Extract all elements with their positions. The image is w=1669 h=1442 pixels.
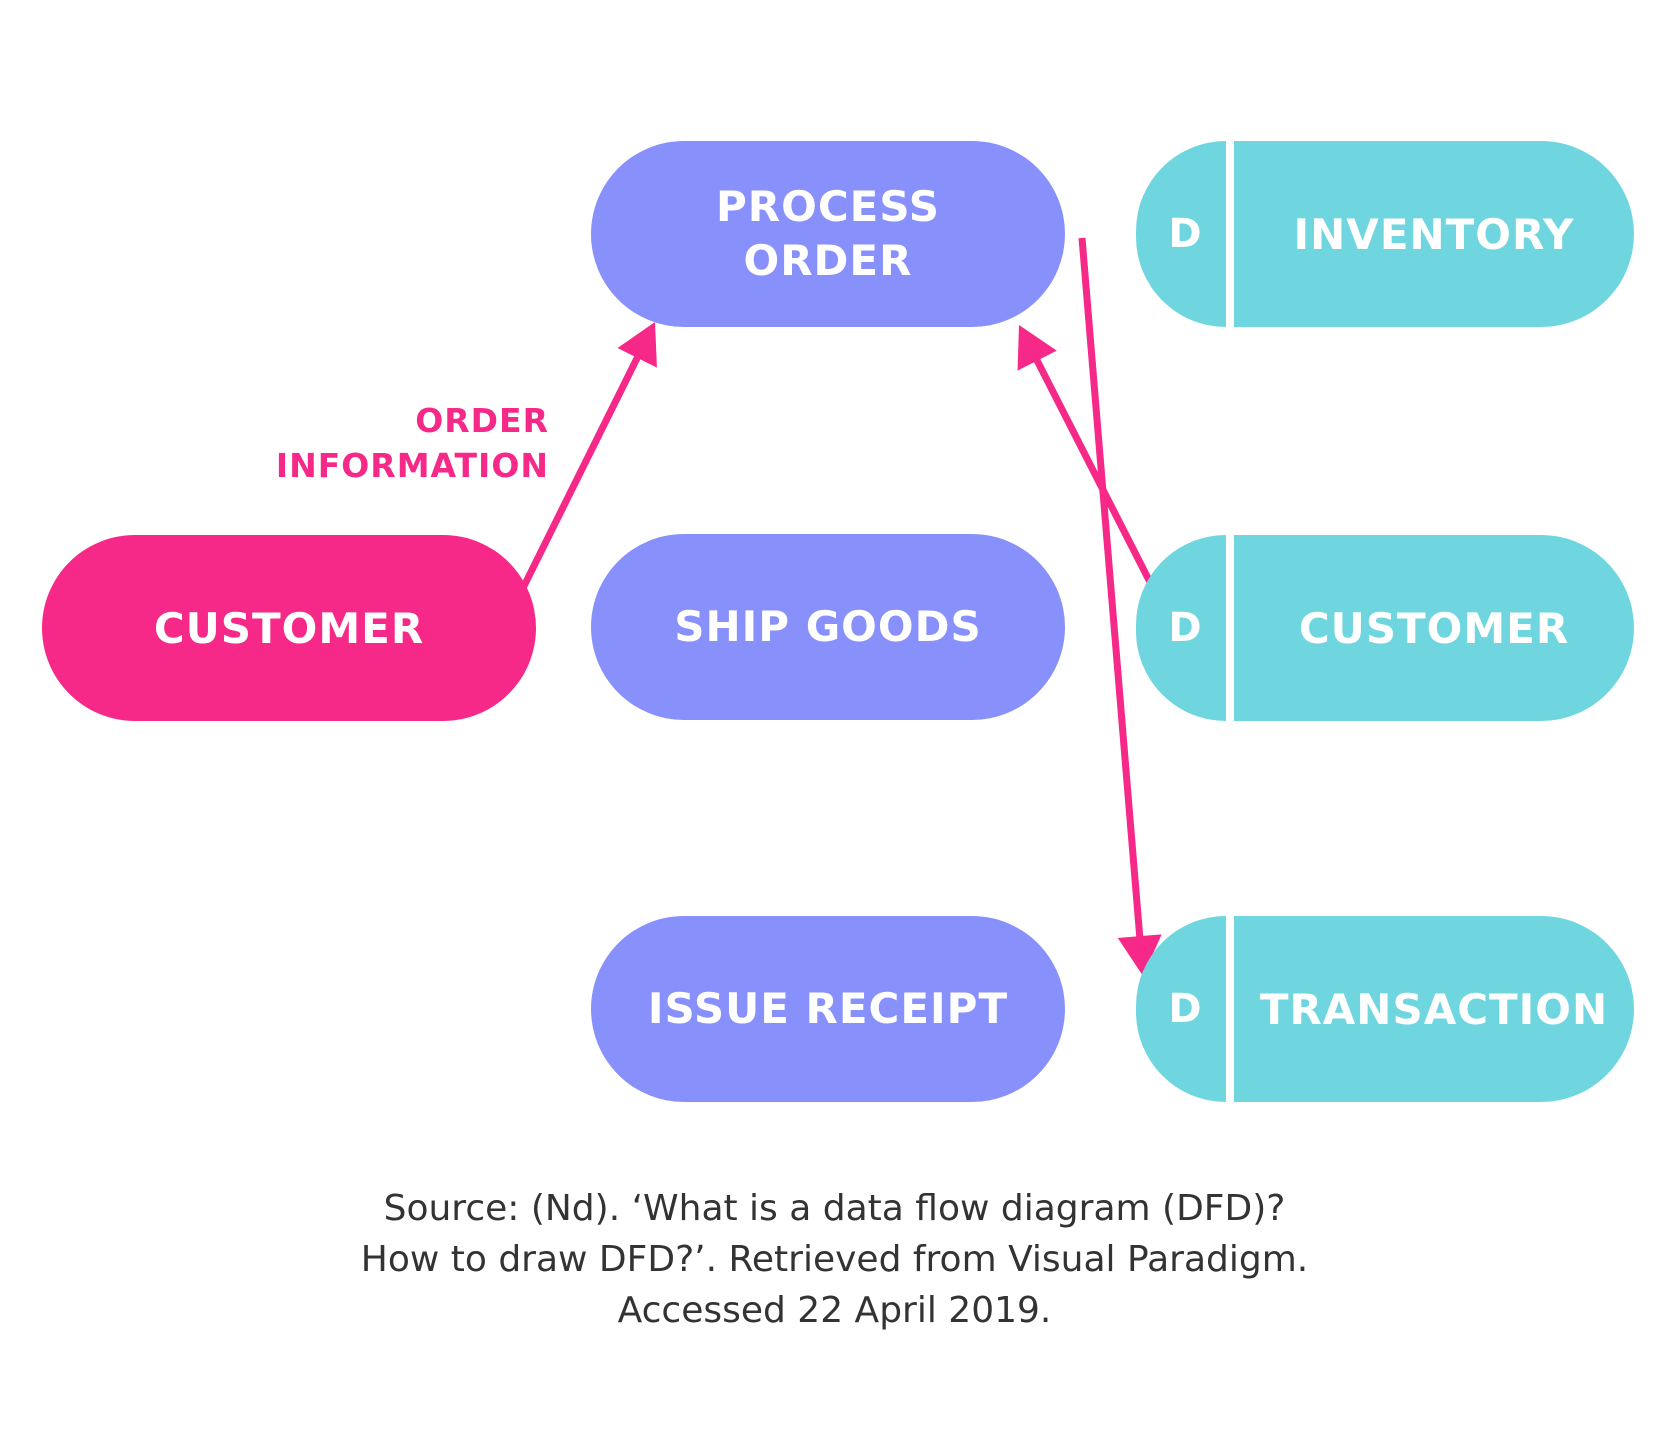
process-issue-receipt[interactable]: ISSUE RECEIPT	[591, 916, 1065, 1102]
store-prefix: D	[1136, 141, 1226, 327]
external-entity-customer[interactable]: CUSTOMER	[42, 535, 536, 721]
flow-label-order-information: ORDER INFORMATION	[276, 398, 549, 488]
source-line: Source: (Nd). ‘What is a data flow diagr…	[383, 1188, 1286, 1229]
data-store-inventory[interactable]: D INVENTORY	[1136, 141, 1634, 327]
flow-arrow-customer-store-to-process-order	[1017, 325, 1158, 592]
process-label: SHIP GOODS	[674, 602, 982, 651]
store-label: TRANSACTION	[1234, 916, 1634, 1102]
arrowhead-icon	[1117, 934, 1162, 976]
arrowhead-icon	[1017, 325, 1057, 371]
process-label-line: PROCESS	[716, 182, 940, 231]
process-process-order[interactable]: PROCESS ORDER	[591, 141, 1065, 327]
store-prefix: D	[1136, 916, 1226, 1102]
flow-label-line: ORDER	[415, 401, 549, 440]
data-store-transaction[interactable]: D TRANSACTION	[1136, 916, 1634, 1102]
process-label-line: ORDER	[743, 236, 913, 285]
data-store-customer[interactable]: D CUSTOMER	[1136, 535, 1634, 721]
flow-label-line: INFORMATION	[275, 446, 549, 485]
store-label: INVENTORY	[1234, 141, 1634, 327]
store-prefix: D	[1136, 535, 1226, 721]
flow-arrow-process-order-to-transaction	[1078, 237, 1162, 976]
process-ship-goods[interactable]: SHIP GOODS	[591, 534, 1065, 720]
entity-label: CUSTOMER	[153, 603, 425, 653]
source-line: Accessed 22 April 2019.	[617, 1290, 1052, 1331]
store-label: CUSTOMER	[1234, 535, 1634, 721]
flow-line	[1078, 237, 1144, 941]
source-line: How to draw DFD?’. Retrieved from Visual…	[360, 1239, 1309, 1280]
arrowhead-icon	[617, 322, 657, 368]
process-label: ISSUE RECEIPT	[647, 984, 1009, 1033]
flow-arrow-customer-to-process-order	[519, 322, 657, 590]
flow-line	[519, 352, 643, 590]
source-caption: Source: (Nd). ‘What is a data flow diagr…	[0, 1183, 1669, 1336]
flow-line	[1032, 355, 1158, 592]
